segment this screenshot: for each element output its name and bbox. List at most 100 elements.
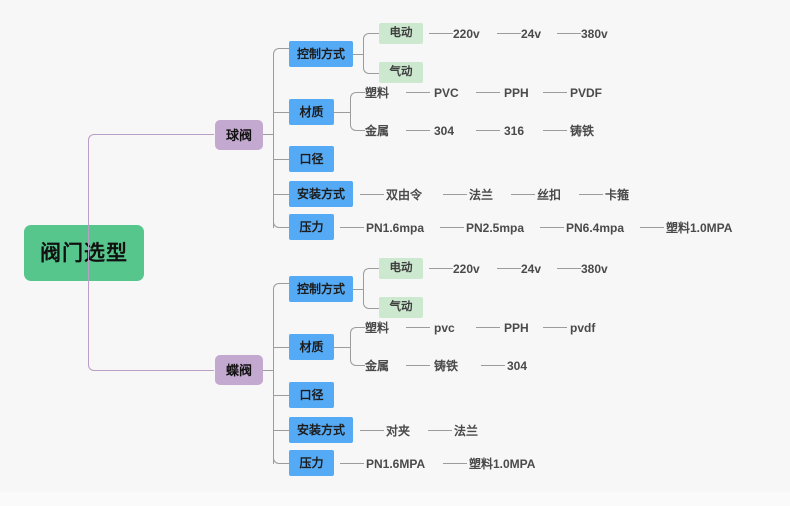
root-corner-bottom <box>88 357 100 371</box>
leaf-ball-380v[interactable]: 380v <box>581 26 608 41</box>
sub-node-butterfly-pneumatic[interactable]: 气动 <box>379 297 423 318</box>
leaf-butterfly-pvdf[interactable]: pvdf <box>570 320 596 335</box>
leaf-dash <box>340 463 364 464</box>
ball-material-corner-top <box>350 92 362 106</box>
leaf-dash <box>481 365 505 366</box>
topic-node-ball-control-type[interactable]: 控制方式 <box>289 41 353 67</box>
butterfly-control-corner-bottom <box>363 295 375 309</box>
branch2-trunk <box>273 296 274 464</box>
ball-material-link-2 <box>361 130 365 131</box>
leaf-dash <box>543 92 567 93</box>
leaf-ball-thread[interactable]: 丝扣 <box>537 187 562 202</box>
leaf-dash <box>406 92 430 93</box>
topic-node-ball-material[interactable]: 材质 <box>289 99 334 125</box>
sub-node-butterfly-electric[interactable]: 电动 <box>379 258 423 279</box>
ball-control-corner-top <box>363 33 375 47</box>
leaf-dash <box>360 430 384 431</box>
topic-node-ball-installation[interactable]: 安装方式 <box>289 181 353 207</box>
branch2-link-topic3 <box>273 395 289 396</box>
ball-control-link-1 <box>374 33 379 34</box>
leaf-dash <box>406 130 430 131</box>
sub-node-butterfly-plastic[interactable]: 塑料 <box>365 320 390 335</box>
topic-node-butterfly-control-type[interactable]: 控制方式 <box>289 276 353 302</box>
butterfly-control-link-2 <box>374 308 379 309</box>
leaf-ball-316[interactable]: 316 <box>504 123 525 138</box>
leaf-butterfly-24v[interactable]: 24v <box>521 261 542 276</box>
leaf-dash <box>540 227 564 228</box>
leaf-ball-304[interactable]: 304 <box>434 123 455 138</box>
butterfly-control-trunk <box>363 280 364 302</box>
leaf-ball-clamp[interactable]: 卡箍 <box>605 187 630 202</box>
leaf-ball-flange[interactable]: 法兰 <box>469 187 494 202</box>
leaf-butterfly-304[interactable]: 304 <box>507 358 528 373</box>
canvas-bottom-strip <box>0 492 790 506</box>
leaf-ball-pn25[interactable]: PN2.5mpa <box>466 220 525 235</box>
leaf-dash <box>406 327 430 328</box>
leaf-dash <box>579 194 603 195</box>
leaf-butterfly-380v[interactable]: 380v <box>581 261 608 276</box>
branch2-link-topic4 <box>273 430 289 431</box>
leaf-butterfly-flange[interactable]: 法兰 <box>454 423 479 438</box>
leaf-butterfly-pvc[interactable]: pvc <box>434 320 455 335</box>
leaf-ball-24v[interactable]: 24v <box>521 26 542 41</box>
leaf-ball-pn16[interactable]: PN1.6mpa <box>366 220 425 235</box>
leaf-dash <box>440 227 464 228</box>
sub-node-ball-electric[interactable]: 电动 <box>379 23 423 44</box>
topic-node-butterfly-installation[interactable]: 安装方式 <box>289 417 353 443</box>
branch1-link-topic2 <box>273 112 289 113</box>
leaf-butterfly-pn16[interactable]: PN1.6MPA <box>366 456 426 471</box>
branch2-link-topic1 <box>284 283 289 284</box>
leaf-dash <box>476 130 500 131</box>
leaf-ball-pvc[interactable]: PVC <box>434 85 459 100</box>
ball-control-trunk <box>363 45 364 67</box>
leaf-ball-220v[interactable]: 220v <box>453 26 480 41</box>
sub-node-ball-plastic[interactable]: 塑料 <box>365 85 390 100</box>
leaf-ball-union[interactable]: 双由令 <box>386 187 423 202</box>
ball-control-stem <box>353 54 363 55</box>
branch-node-butterfly-valve[interactable]: 蝶阀 <box>215 355 263 385</box>
branch2-link-topic5 <box>284 463 289 464</box>
leaf-dash <box>428 430 452 431</box>
leaf-ball-cast-iron[interactable]: 铸铁 <box>570 123 595 138</box>
butterfly-material-stem <box>334 347 350 348</box>
topic-node-butterfly-material[interactable]: 材质 <box>289 334 334 360</box>
branch1-link-topic4 <box>273 194 289 195</box>
ball-material-corner-bottom <box>350 117 362 131</box>
leaf-butterfly-wafer[interactable]: 对夹 <box>386 423 411 438</box>
branch2-corner-topic5 <box>273 450 285 464</box>
sub-node-butterfly-metal[interactable]: 金属 <box>365 358 390 373</box>
leaf-butterfly-plastic-10mpa[interactable]: 塑料1.0MPA <box>469 456 536 471</box>
branch1-stem <box>263 134 274 135</box>
topic-node-ball-diameter[interactable]: 口径 <box>289 146 334 172</box>
leaf-ball-plastic-10mpa[interactable]: 塑料1.0MPA <box>666 220 733 235</box>
butterfly-material-link-1 <box>361 327 365 328</box>
butterfly-material-trunk <box>350 338 351 356</box>
leaf-dash <box>511 194 535 195</box>
ball-control-corner-bottom <box>363 60 375 74</box>
leaf-butterfly-pph[interactable]: PPH <box>504 320 529 335</box>
ball-material-link-1 <box>361 92 365 93</box>
leaf-dash <box>443 194 467 195</box>
leaf-dash <box>497 268 521 269</box>
leaf-dash <box>557 268 581 269</box>
topic-node-butterfly-pressure[interactable]: 压力 <box>289 450 334 476</box>
leaf-butterfly-cast-iron[interactable]: 铸铁 <box>434 358 459 373</box>
branch-node-ball-valve[interactable]: 球阀 <box>215 120 263 150</box>
butterfly-material-corner-top <box>350 327 362 341</box>
root-trunk-line <box>88 140 89 365</box>
branch2-corner-topic1 <box>273 283 285 297</box>
root-node[interactable]: 阀门选型 <box>24 225 144 281</box>
sub-node-ball-pneumatic[interactable]: 气动 <box>379 62 423 83</box>
topic-node-butterfly-diameter[interactable]: 口径 <box>289 382 334 408</box>
ball-control-link-2 <box>374 73 379 74</box>
leaf-dash <box>360 194 384 195</box>
leaf-dash <box>497 33 521 34</box>
leaf-butterfly-220v[interactable]: 220v <box>453 261 480 276</box>
leaf-ball-pph[interactable]: PPH <box>504 85 529 100</box>
leaf-ball-pvdf[interactable]: PVDF <box>570 85 603 100</box>
butterfly-material-corner-bottom <box>350 352 362 366</box>
leaf-ball-pn64[interactable]: PN6.4mpa <box>566 220 625 235</box>
sub-node-ball-metal[interactable]: 金属 <box>365 123 390 138</box>
topic-node-ball-pressure[interactable]: 压力 <box>289 214 334 240</box>
